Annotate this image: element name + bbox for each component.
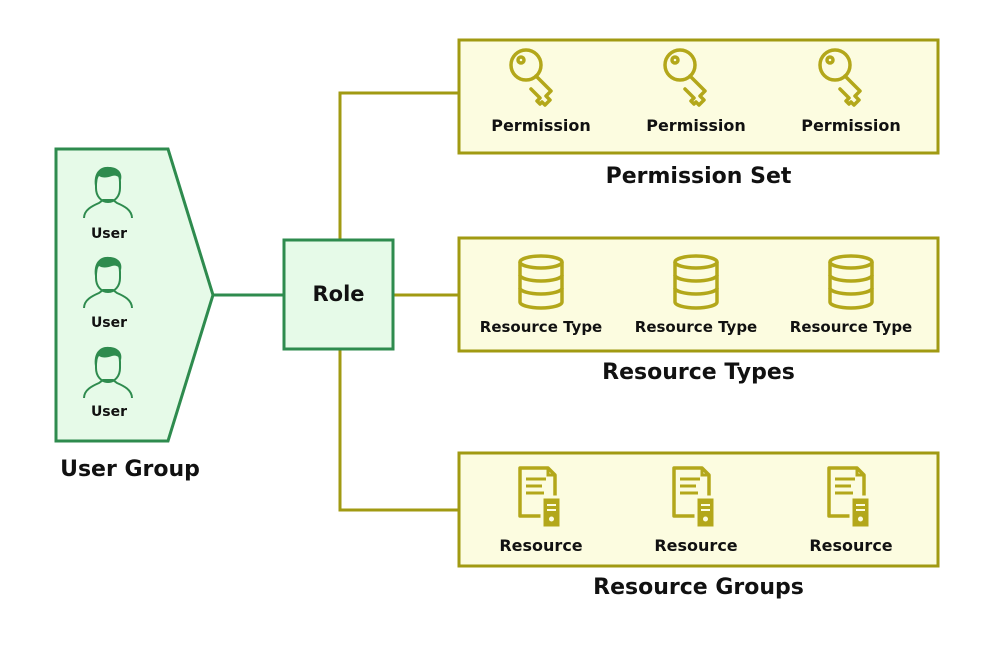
- resource-type-label: Resource Type: [789, 318, 913, 336]
- resource-label: Resource: [499, 536, 583, 555]
- user-label: User: [90, 315, 128, 331]
- role-box: [282, 238, 395, 351]
- permission-set-caption: Permission Set: [605, 164, 792, 189]
- user-label: User: [90, 404, 128, 420]
- role-label: Role: [312, 282, 365, 306]
- permission-label: Permission: [646, 116, 746, 135]
- resource-label: Resource: [654, 536, 738, 555]
- connector-lines: [213, 91, 459, 512]
- user-group-caption: User Group: [60, 457, 200, 482]
- resource-types-caption: Resource Types: [602, 360, 795, 385]
- user-label: User: [90, 226, 128, 242]
- resource-type-label: Resource Type: [479, 318, 603, 336]
- user-group-shape: [54, 147, 215, 443]
- resource-label: Resource: [809, 536, 893, 555]
- permission-label: Permission: [491, 116, 591, 135]
- permission-label: Permission: [801, 116, 901, 135]
- resource-type-label: Resource Type: [634, 318, 758, 336]
- resource-groups-caption: Resource Groups: [593, 575, 804, 600]
